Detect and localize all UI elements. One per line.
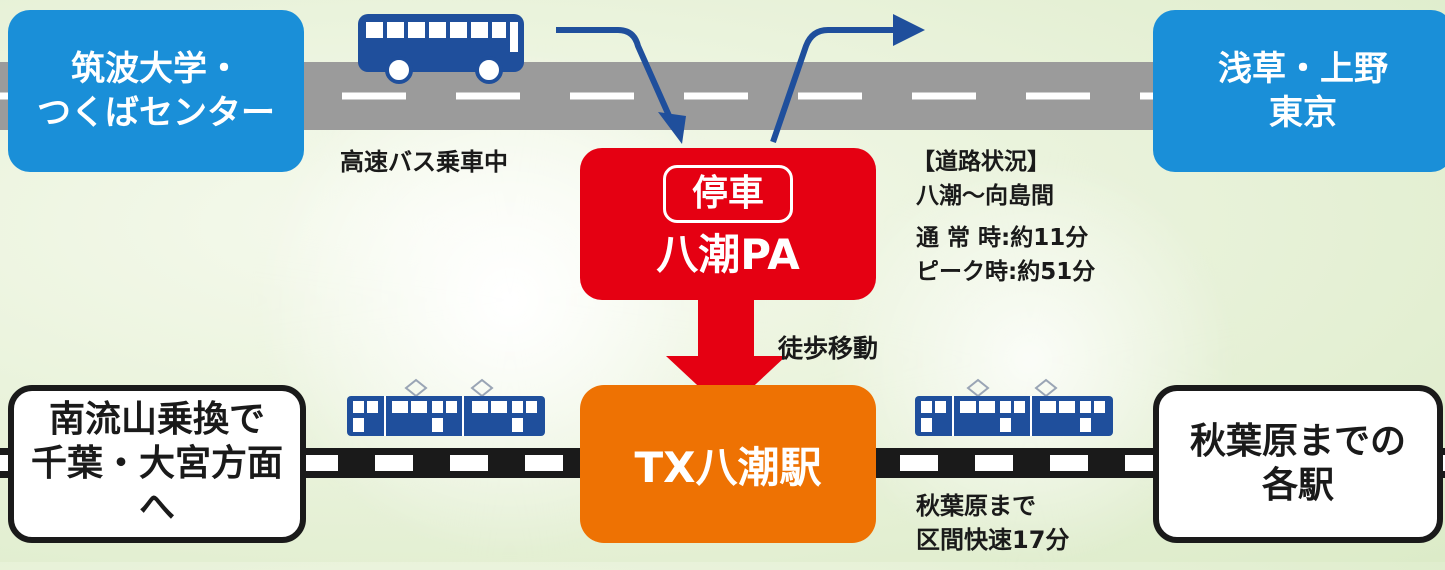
train-icon: [347, 378, 545, 436]
akihabara-box: 秋葉原までの 各駅: [1153, 385, 1443, 543]
arrow-out-of-pa-head: [893, 14, 925, 46]
rapid-info-line-2: 区間快速17分: [916, 526, 1070, 554]
akihabara-line-1: 秋葉原までの: [1189, 421, 1406, 462]
parking-area-box: 停車 八潮PA: [580, 148, 876, 300]
bus-icon: [358, 14, 524, 84]
walk-arrow-head: [666, 356, 786, 412]
walk-label: 徒歩移動: [778, 334, 879, 363]
transfer-box: 南流山乗換で 千葉・大宮方面へ: [8, 385, 306, 543]
road-status-normal: 通 常 時:約11分: [916, 225, 1089, 251]
transfer-line-2: 千葉・大宮方面へ: [30, 443, 283, 528]
bus-boarding-label: 高速バス乗車中: [340, 148, 508, 176]
road-status-peak: ピーク時:約51分: [916, 259, 1096, 285]
transfer-line-1: 南流山乗換で: [48, 399, 265, 440]
arrow-into-pa: [556, 27, 673, 120]
destination-line-1: 浅草・上野: [1218, 49, 1388, 89]
station-name: TX八潮駅: [634, 442, 822, 492]
destination-box: 浅草・上野 東京: [1153, 10, 1445, 172]
walk-arrow-shaft: [698, 298, 754, 358]
origin-box: 筑波大学・ つくばセンター: [8, 10, 304, 172]
parking-area-name: 八潮PA: [656, 230, 800, 279]
origin-line-2: つくばセンター: [37, 93, 275, 133]
train-icon: [915, 378, 1113, 436]
destination-line-2: 東京: [1269, 93, 1337, 133]
stop-badge: 停車: [662, 165, 793, 223]
arrow-into-pa-head: [658, 112, 686, 144]
akihabara-line-2: 各駅: [1261, 465, 1334, 506]
road-status-title: 【道路状況】: [912, 149, 1050, 175]
origin-line-1: 筑波大学・: [71, 49, 241, 89]
road-status-section: 八潮〜向島間: [916, 183, 1054, 209]
rapid-info-line-1: 秋葉原まで: [916, 492, 1036, 520]
arrow-out-of-pa: [770, 27, 895, 143]
station-box: TX八潮駅: [580, 385, 876, 543]
